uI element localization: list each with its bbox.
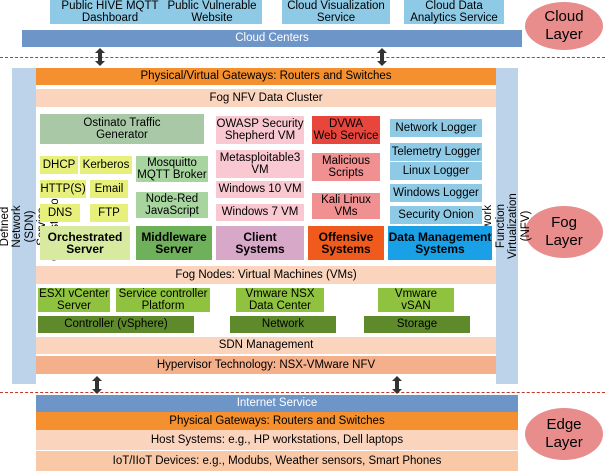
- dns-box: DNS: [40, 204, 80, 222]
- fog-edge-arrow-left: [90, 376, 104, 394]
- network-logger-box: Network Logger: [390, 119, 482, 137]
- telemetry-logger-box: Telemetry Logger: [390, 143, 482, 161]
- cloud-centers-bar: Cloud Centers: [22, 30, 522, 47]
- windows-logger-box: Windows Logger: [390, 184, 482, 202]
- cloud-fog-separator: [0, 57, 605, 58]
- client-systems: Client Systems: [216, 226, 304, 260]
- cloud-fog-arrow-right: [375, 48, 389, 66]
- internet-service-bar: Internet Service: [36, 395, 518, 412]
- controller-vsphere-box: Controller (vSphere): [38, 316, 194, 333]
- mosquitto-box: Mosquitto MQTT Broker: [136, 156, 208, 182]
- https-box: HTTP(S): [40, 180, 86, 198]
- edge-gateways-bar: Physical Gateways: Routers and Switches: [36, 412, 518, 430]
- fog-edge-separator: [0, 392, 605, 393]
- fog-layer-label: Fog Layer: [525, 206, 603, 258]
- data-management-systems: Data Management Systems: [388, 226, 492, 260]
- owasp-box: OWASP Security Shepherd VM: [216, 116, 304, 144]
- cloud-fog-arrow-left: [93, 48, 107, 66]
- hypervisor-bar: Hypervisor Technology: NSX-VMware NFV: [36, 356, 496, 374]
- email-box: Email: [90, 180, 128, 198]
- fog-nodes-bar: Fog Nodes: Virtual Machines (VMs): [36, 266, 496, 284]
- storage-box: Storage: [364, 316, 470, 333]
- fog-gateways-bar: Physical/Virtual Gateways: Routers and S…: [36, 68, 496, 85]
- cloud-layer-label: Cloud Layer: [525, 2, 603, 50]
- esxi-box: ESXI vCenter Server: [38, 287, 110, 312]
- ostinato-box: Ostinato Traffic Generator: [40, 114, 204, 144]
- cloud-service-visualization: Cloud Visualization Service: [282, 0, 390, 24]
- kerberos-box: Kerberos: [80, 156, 132, 174]
- middleware-server: Middleware Server: [136, 226, 212, 260]
- metasploitable-box: Metasploitable3 VM: [216, 150, 304, 178]
- dvwa-box: DVWA Web Service: [312, 116, 380, 144]
- fog-edge-arrow-right: [390, 376, 404, 394]
- ftp-box: FTP: [90, 204, 128, 222]
- sdn-orchestration-bar: Software Defined Network (SDN) Service O…: [0, 68, 61, 384]
- nfv-bar: Network Function Virtualization (NFV): [482, 68, 532, 384]
- network-box: Network: [230, 316, 336, 333]
- iot-devices-bar: IoT/IIoT Devices: e.g., Modubs, Weather …: [36, 451, 518, 471]
- cloud-service-analytics: Cloud Data Analytics Service: [404, 0, 504, 24]
- kali-box: Kali Linux VMs: [312, 193, 380, 219]
- security-onion-box: Security Onion: [390, 206, 482, 224]
- linux-logger-box: Linux Logger: [390, 162, 482, 180]
- nodered-box: Node-Red JavaScript: [136, 192, 208, 218]
- fog-nfv-cluster-bar: Fog NFV Data Cluster: [36, 89, 496, 107]
- edge-layer-label: Edge Layer: [525, 408, 603, 460]
- vmware-nsx-box: Vmware NSX Data Center: [236, 288, 324, 312]
- host-systems-bar: Host Systems: e.g., HP workstations, Del…: [36, 430, 518, 450]
- win7-box: Windows 7 VM: [216, 204, 304, 221]
- service-controller-box: Service controller Platform: [116, 288, 210, 312]
- win10-box: Windows 10 VM: [216, 181, 304, 198]
- malicious-scripts-box: Malicious Scripts: [312, 153, 380, 181]
- orchestrated-server: Orchestrated Server: [40, 226, 130, 260]
- cloud-service-vulnerable-website: Public Vulnerable Website: [162, 0, 262, 24]
- cloud-service-hive-mqtt: Public HIVE MQTT Dashboard: [50, 0, 170, 24]
- dhcp-box: DHCP: [40, 156, 78, 174]
- sdn-management-bar: SDN Management: [36, 337, 496, 354]
- vmware-vsan-box: Vmware vSAN: [378, 288, 454, 312]
- offensive-systems: Offensive Systems: [308, 226, 384, 260]
